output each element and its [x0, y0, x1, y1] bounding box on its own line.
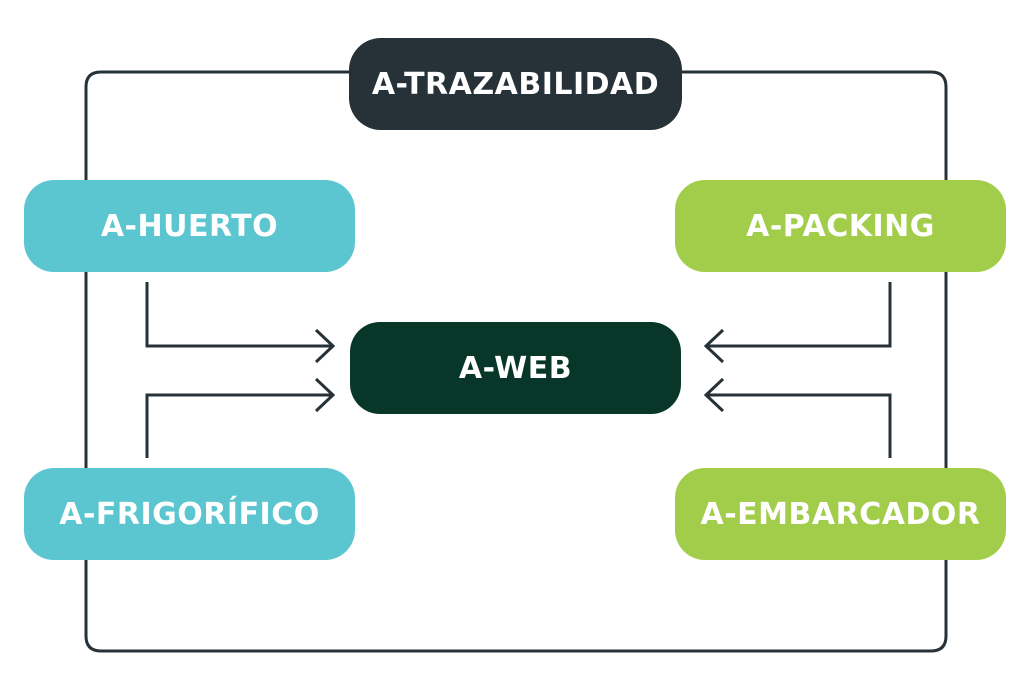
edge-huerto-web	[145, 282, 333, 348]
node-a-embarcador: A-EMBARCADOR	[675, 468, 1006, 560]
node-a-trazabilidad: A-TRAZABILIDAD	[349, 38, 682, 130]
node-label-embarcador: A-EMBARCADOR	[700, 496, 981, 532]
node-a-frigorifico: A-FRIGORÍFICO	[24, 468, 355, 560]
node-a-huerto: A-HUERTO	[24, 180, 355, 272]
node-a-packing: A-PACKING	[675, 180, 1006, 272]
arrowhead-packing-web	[703, 328, 725, 364]
edge-packing-web	[706, 282, 892, 348]
node-label-web: A-WEB	[458, 350, 573, 386]
arrowhead-frigorifico-web	[314, 377, 336, 413]
node-label-huerto: A-HUERTO	[100, 208, 279, 244]
edge-embarcador-web	[706, 393, 892, 458]
arrowhead-huerto-web	[314, 328, 336, 364]
edge-frigorifico-web	[145, 393, 333, 458]
trazabilidad-frame	[84, 70, 948, 653]
arrowhead-embarcador-web	[703, 377, 725, 413]
node-label-packing: A-PACKING	[746, 208, 935, 244]
node-a-web: A-WEB	[350, 322, 681, 414]
node-label-frigorifico: A-FRIGORÍFICO	[59, 496, 320, 532]
node-label-trazabilidad: A-TRAZABILIDAD	[371, 66, 660, 102]
